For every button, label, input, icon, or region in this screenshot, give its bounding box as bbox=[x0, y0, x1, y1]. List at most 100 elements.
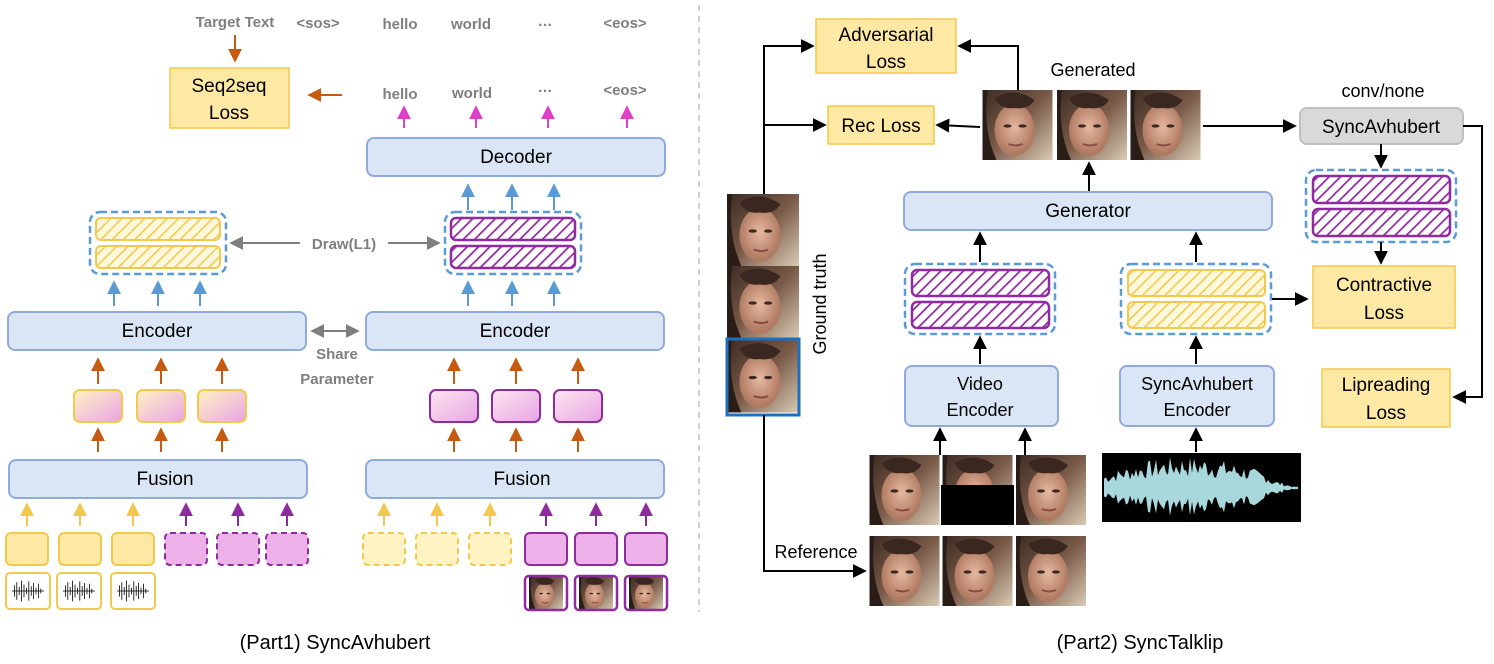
lipreading-loss-line2: Loss bbox=[1366, 403, 1406, 424]
target-token-3: … bbox=[538, 13, 553, 30]
video-encoder-line2: Encoder bbox=[946, 400, 1013, 420]
fusion-right-box bbox=[365, 459, 665, 499]
part1-syncavhubert: Target Text <sos> hello world … <eos> Se… bbox=[5, 13, 669, 654]
audio-waveform-inputs bbox=[5, 572, 156, 610]
generator-label: Generator bbox=[1045, 201, 1131, 222]
video-frame-inputs bbox=[523, 574, 669, 612]
gt-to-reference-arrow bbox=[763, 415, 867, 578]
output-token-0: hello bbox=[382, 86, 417, 103]
encoder-left-label: Encoder bbox=[122, 321, 193, 342]
part1-caption: (Part1) SyncAvhubert bbox=[240, 632, 431, 654]
generated-to-rec-arrow bbox=[935, 118, 981, 133]
draw-l1-label: Draw(L1) bbox=[312, 236, 376, 253]
share-label-line1: Share bbox=[316, 346, 358, 363]
fusion-right-label: Fusion bbox=[493, 469, 550, 490]
visual-feature-row-1 bbox=[449, 216, 577, 242]
seq2seq-loss-line1: Seq2seq bbox=[191, 76, 266, 97]
video-encoder-input-arrows bbox=[933, 427, 1032, 455]
visual-feature-group bbox=[443, 210, 583, 276]
masked-audio-token-2 bbox=[415, 532, 459, 566]
video-encoder-box bbox=[904, 365, 1059, 427]
masked-video-frames bbox=[868, 455, 1088, 525]
part2-synctalklip: Adversarial Loss Rec Loss Generated conv… bbox=[725, 18, 1483, 654]
audio-encoder-line2: Encoder bbox=[1163, 400, 1230, 420]
target-token-2: world bbox=[450, 16, 491, 33]
masked-audio-token-3 bbox=[468, 532, 512, 566]
ground-truth-label: Ground truth bbox=[810, 253, 830, 354]
target-token-4: <eos> bbox=[603, 15, 647, 32]
audio-input-token-2 bbox=[58, 532, 102, 566]
fusion-input-arrows bbox=[20, 502, 653, 526]
audio-input-token-3 bbox=[111, 532, 155, 566]
video-input-token-3 bbox=[624, 532, 668, 566]
sync-feature-row-1 bbox=[1311, 174, 1452, 205]
ground-truth-frames bbox=[725, 194, 801, 417]
visual-feature-row-2 bbox=[449, 244, 577, 270]
target-token-1: hello bbox=[382, 16, 417, 33]
masked-video-token-1 bbox=[164, 532, 208, 566]
decoder-box bbox=[366, 137, 666, 177]
audio-feature-group bbox=[88, 210, 228, 276]
decoder-output-arrows bbox=[397, 105, 634, 128]
syncavhubert-label: SyncAvhubert bbox=[1322, 117, 1441, 138]
output-token-1: world bbox=[451, 85, 492, 102]
video-feature-row-2 bbox=[910, 300, 1051, 330]
encoder-right-box bbox=[365, 311, 665, 351]
reference-label: Reference bbox=[774, 542, 857, 562]
fused-token-left-3 bbox=[197, 389, 247, 423]
audio-encoder-line1: SyncAvhubert bbox=[1141, 374, 1253, 394]
lipreading-loss-box bbox=[1321, 368, 1451, 428]
audio-feature-p2-row-2 bbox=[1127, 301, 1266, 329]
reference-frames bbox=[868, 536, 1088, 606]
rec-loss-box bbox=[827, 105, 935, 145]
adversarial-loss-line2: Loss bbox=[866, 52, 906, 73]
contrastive-loss-line2: Loss bbox=[1364, 303, 1404, 324]
fused-token-right-3 bbox=[553, 389, 603, 423]
masked-video-token-3 bbox=[265, 532, 309, 566]
generated-to-adversarial-arrow bbox=[957, 39, 1019, 90]
gt-to-adversarial-arrow bbox=[763, 39, 815, 194]
audio-feature-row-2 bbox=[95, 245, 221, 269]
seq2seq-loss-box bbox=[169, 67, 290, 129]
target-text-label: Target Text bbox=[196, 14, 275, 31]
video-feature-row-1 bbox=[910, 268, 1051, 298]
fused-token-left-2 bbox=[136, 389, 186, 423]
fused-token-left-1 bbox=[73, 389, 123, 423]
decoder-input-arrows bbox=[461, 183, 561, 210]
fusion-left-box bbox=[8, 459, 308, 499]
audio-encoder-box bbox=[1119, 365, 1275, 427]
encoder-right-label: Encoder bbox=[480, 321, 551, 342]
video-feature-group bbox=[903, 262, 1057, 336]
video-input-token-1 bbox=[524, 532, 568, 566]
adversarial-loss-box bbox=[815, 18, 957, 74]
output-token-3: <eos> bbox=[603, 82, 647, 99]
share-label-line2: Parameter bbox=[300, 371, 374, 388]
video-input-token-2 bbox=[574, 532, 618, 566]
fusion-left-label: Fusion bbox=[136, 469, 193, 490]
masked-audio-token-1 bbox=[362, 532, 406, 566]
syncavhubert-to-lipreading-arrow bbox=[1452, 125, 1483, 404]
fused-token-right-1 bbox=[429, 389, 479, 423]
rec-loss-label: Rec Loss bbox=[841, 116, 920, 137]
seq2seq-loss-line2: Loss bbox=[209, 103, 249, 124]
encoder-output-arrows bbox=[107, 280, 561, 306]
video-encoder-line1: Video bbox=[957, 374, 1003, 394]
audio-waveform-input bbox=[1102, 453, 1301, 522]
decoder-label: Decoder bbox=[480, 147, 552, 168]
conv-none-label: conv/none bbox=[1341, 81, 1424, 101]
audio-feature-group-p2 bbox=[1119, 262, 1273, 336]
contrastive-loss-box bbox=[1312, 265, 1456, 329]
generator-box bbox=[903, 191, 1273, 231]
audio-feature-row-1 bbox=[95, 217, 221, 241]
generated-frames bbox=[981, 90, 1202, 160]
fused-token-right-2 bbox=[491, 389, 541, 423]
output-token-2: … bbox=[538, 79, 553, 96]
token-arrows bbox=[91, 357, 585, 452]
encoder-left-box bbox=[7, 311, 307, 351]
adversarial-loss-line1: Adversarial bbox=[838, 25, 933, 46]
contrastive-loss-line1: Contractive bbox=[1336, 275, 1432, 296]
sync-feature-row-2 bbox=[1311, 207, 1452, 238]
audio-input-token-1 bbox=[5, 532, 49, 566]
target-token-0: <sos> bbox=[296, 15, 340, 32]
